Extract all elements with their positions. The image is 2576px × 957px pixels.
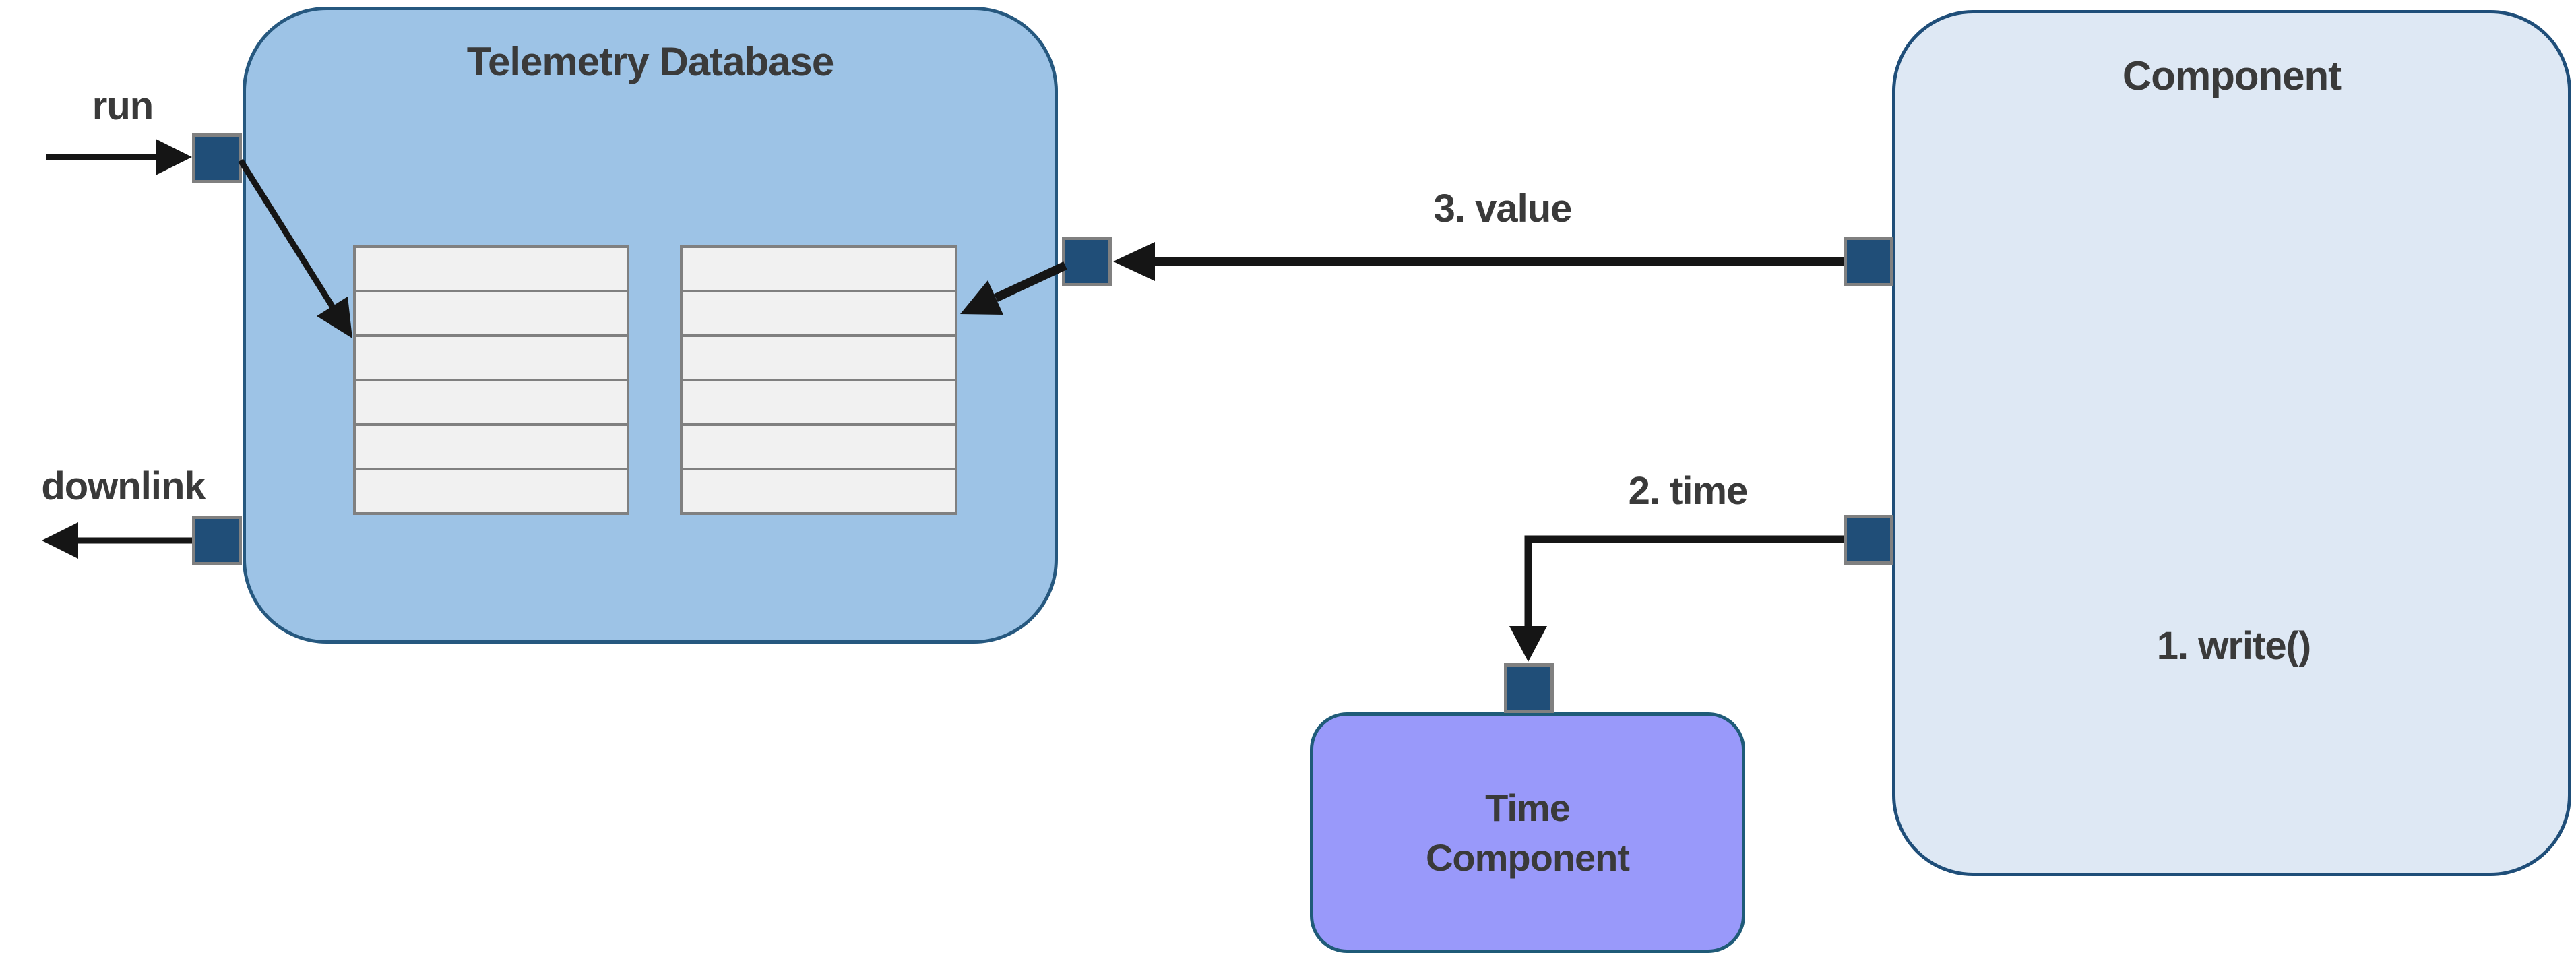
time-arrow-line [1524, 535, 1844, 629]
table-row [356, 470, 627, 512]
table-row [683, 470, 955, 512]
run-input-port [192, 133, 242, 183]
time-edge-label: 2. time [1628, 469, 1749, 513]
table-row [683, 381, 955, 426]
downlink-arrow-head [42, 522, 78, 559]
table-row [356, 426, 627, 470]
downlink-edge-label: downlink [41, 464, 206, 508]
time-component-title-line1: Time [1485, 786, 1571, 829]
table-row [683, 337, 955, 381]
run-arrow [46, 139, 192, 175]
time-component-node: Time Component [1310, 712, 1745, 953]
table-row [356, 337, 627, 381]
component-value-output-port [1844, 237, 1893, 286]
component-title: Component [2122, 53, 2342, 98]
table-row [356, 381, 627, 426]
table-row [683, 248, 955, 292]
run-arrow-head [156, 139, 192, 175]
value-arrow [1113, 242, 1844, 281]
write-call-annotation: 1. write() [2156, 624, 2312, 668]
time-arrow [1509, 535, 1844, 662]
table-row [683, 426, 955, 470]
table-row [356, 248, 627, 292]
value-arrow-head [1113, 242, 1155, 281]
time-arrow-head [1509, 626, 1547, 662]
time-component-input-port [1504, 663, 1554, 713]
telemetry-table-left [353, 245, 629, 515]
downlink-arrow [42, 522, 192, 559]
table-row [356, 292, 627, 337]
telemetry-database-title: Telemetry Database [466, 39, 835, 84]
telemetry-table-right [680, 245, 957, 515]
run-edge-label: run [92, 84, 154, 128]
table-row [683, 292, 955, 337]
component-time-output-port [1844, 515, 1893, 565]
telemetry-value-input-port [1062, 237, 1112, 286]
value-edge-label: 3. value [1433, 187, 1573, 230]
time-component-title-line2: Component [1425, 836, 1630, 879]
downlink-output-port [192, 516, 242, 565]
component-node: Component [1892, 10, 2571, 876]
